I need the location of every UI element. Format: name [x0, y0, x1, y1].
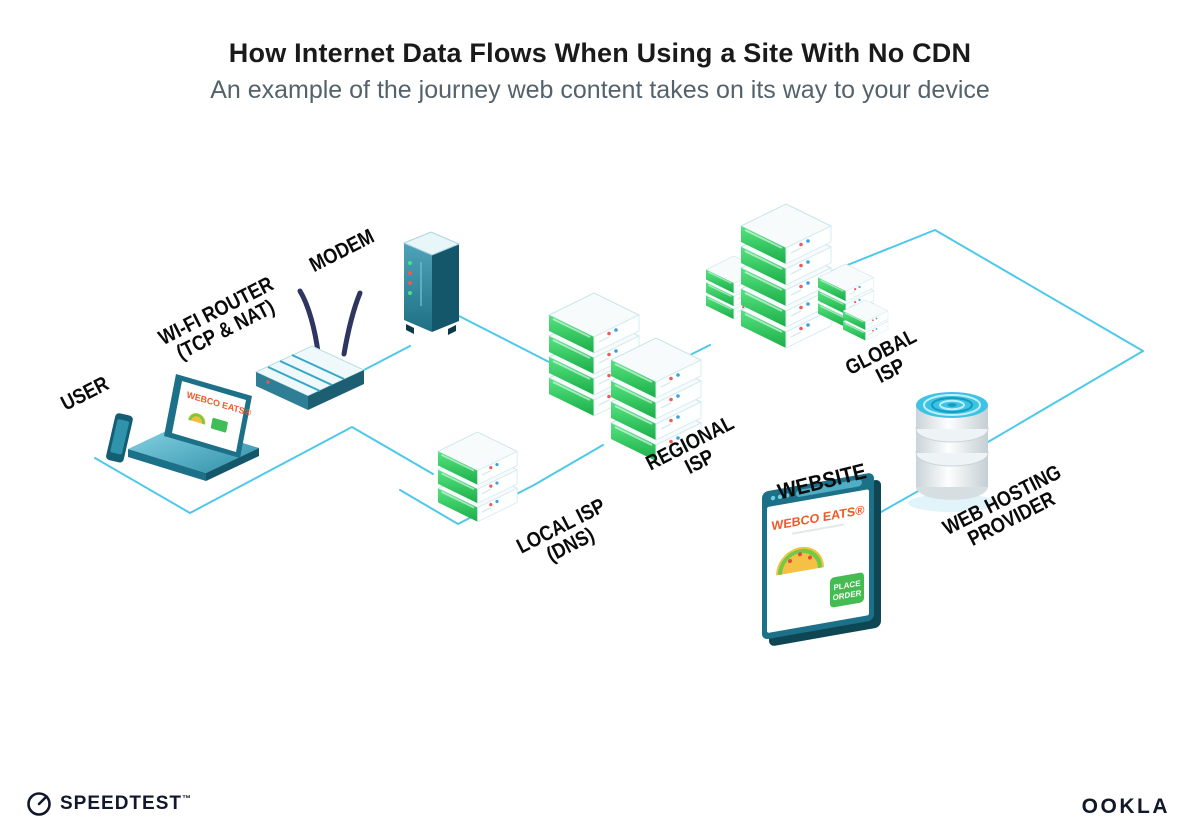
antenna-icon	[341, 290, 363, 357]
wire-modem-to-regional	[458, 315, 550, 363]
ookla-logo: OOKLA	[1081, 795, 1170, 818]
wire-router-to-modem	[361, 345, 411, 372]
antenna-icon	[297, 288, 321, 355]
page-title: How Internet Data Flows When Using a Sit…	[228, 38, 972, 68]
laptop-device: WEBCO EATS®	[106, 374, 259, 481]
speedtest-gauge-icon	[27, 792, 51, 816]
web-hosting-database	[908, 392, 996, 512]
wire-hosting-to-website	[873, 489, 921, 517]
website-browser: WEBCO EATS® PLACE ORDER	[762, 473, 881, 646]
place-order-button[interactable]	[830, 572, 864, 608]
speedtest-wordmark: SPEEDTEST™	[60, 793, 192, 814]
wifi-router-device	[254, 288, 366, 410]
wire-global-to-hosting-loop	[829, 229, 1144, 443]
page-subtitle: An example of the journey web content ta…	[210, 76, 990, 104]
global-isp-servers-main	[740, 203, 832, 349]
taco-icon	[776, 546, 824, 576]
speedtest-logo: SPEEDTEST™	[26, 791, 192, 817]
order-badge-icon	[210, 417, 228, 433]
modem-device	[402, 231, 461, 335]
phone-icon	[106, 413, 133, 463]
wire-user-to-local-isp	[94, 426, 434, 514]
local-isp-servers	[437, 431, 519, 523]
